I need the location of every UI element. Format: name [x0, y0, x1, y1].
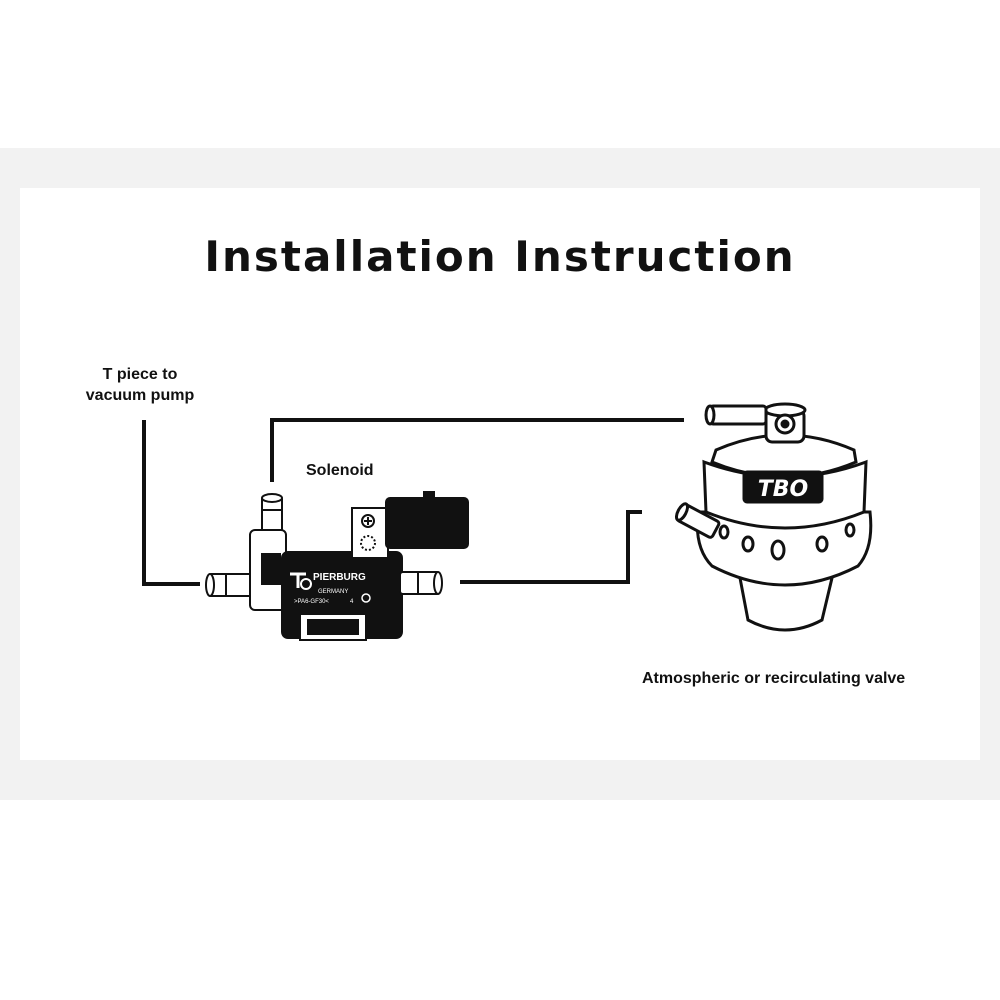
- hose-lines: [142, 418, 684, 586]
- solenoid-material-text: >PA6-GF30<: [294, 599, 329, 605]
- valve-logo-text: TBO: [758, 477, 808, 502]
- hose-bottom-to-valve: [460, 510, 642, 584]
- page-title: Installation Instruction: [204, 232, 796, 281]
- solenoid-icon: [205, 491, 469, 641]
- solenoid-number-text: 4: [350, 599, 354, 605]
- solenoid-origin-text: GERMANY: [318, 589, 348, 595]
- t-piece-label-line1: T piece to: [102, 366, 178, 383]
- hose-t-piece: [142, 420, 200, 586]
- valve-icon: [674, 402, 873, 632]
- solenoid-label: Solenoid: [306, 462, 374, 479]
- t-piece-label-line2: vacuum pump: [85, 387, 195, 404]
- hose-top-to-valve: [270, 418, 684, 482]
- t-piece-label: T piece to vacuum pump: [60, 364, 220, 406]
- valve-label: Atmospheric or recirculating valve: [642, 670, 906, 687]
- solenoid-brand-text: PIERBURG: [313, 572, 366, 583]
